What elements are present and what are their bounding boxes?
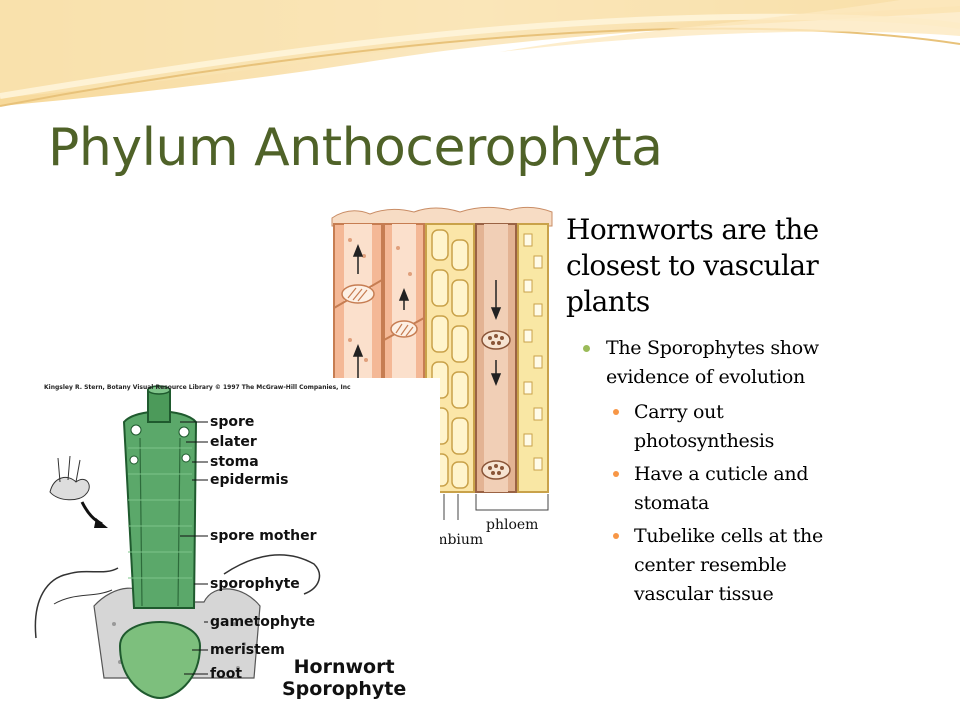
- figure-caption-line: Sporophyte: [282, 678, 407, 700]
- sporophyte-label: sporophyte: [210, 576, 300, 592]
- image-credit: Kingsley R. Stern, Botany Visual Resourc…: [44, 384, 351, 391]
- meristem-label: meristem: [210, 642, 285, 658]
- decorative-header-banner: [0, 0, 960, 107]
- figure-caption: Hornwort Sporophyte: [282, 656, 406, 700]
- bullet-line: The Sporophytes show: [606, 337, 819, 359]
- bullet-sporophytes-evidence: The Sporophytes show evidence of evoluti…: [566, 334, 946, 392]
- sub-bullet-line: Tubelike cells at the: [634, 525, 823, 547]
- sub-bullet-line: Have a cuticle and: [634, 463, 809, 485]
- sub-bullet-line: photosynthesis: [634, 430, 775, 452]
- sub-bullet-line: vascular tissue: [634, 583, 774, 605]
- orange-dot-bullet-icon: [613, 471, 619, 477]
- sub-bullet-line: stomata: [634, 492, 710, 514]
- phloem-label: phloem: [486, 517, 539, 533]
- sub-bullet-line: Carry out: [634, 401, 724, 423]
- main-heading-line: Hornworts are the: [566, 213, 819, 246]
- gametophyte-label: gametophyte: [210, 614, 316, 630]
- spore-mother-label: spore mother: [210, 528, 317, 544]
- green-dot-bullet-icon: [583, 345, 590, 352]
- slide-body: Hornworts are the closest to vascular pl…: [566, 212, 946, 613]
- stoma-label: stoma: [210, 454, 259, 470]
- slide-title: Phylum Anthocerophyta: [48, 118, 663, 178]
- sub-bullet-line: center resemble: [634, 554, 787, 576]
- sub-bullet-photosynthesis: Carry out photosynthesis: [566, 398, 946, 456]
- hornwort-sporophyte-illustration: Kingsley R. Stern, Botany Visual Resourc…: [24, 378, 440, 720]
- main-heading-line: closest to vascular: [566, 249, 819, 282]
- main-heading-line: plants: [566, 285, 650, 318]
- elater-label: elater: [210, 434, 257, 450]
- foot-label: foot: [210, 666, 243, 682]
- epidermis-label: epidermis: [210, 472, 289, 488]
- sub-bullet-cuticle-stomata: Have a cuticle and stomata: [566, 460, 946, 518]
- figure-caption-line: Hornwort: [293, 656, 395, 678]
- spore-label: spore: [210, 414, 255, 430]
- bullet-line: evidence of evolution: [606, 366, 805, 388]
- main-heading: Hornworts are the closest to vascular pl…: [566, 212, 946, 320]
- orange-dot-bullet-icon: [613, 533, 619, 539]
- orange-dot-bullet-icon: [613, 409, 619, 415]
- sub-bullet-tubelike-cells: Tubelike cells at the center resemble va…: [566, 522, 946, 609]
